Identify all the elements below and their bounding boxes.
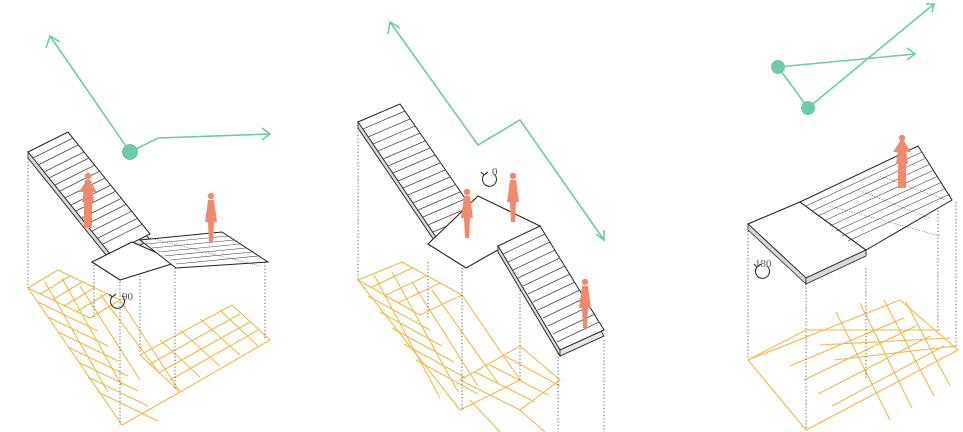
rotation-label: 180	[755, 258, 772, 270]
rotation-label: 90	[122, 291, 134, 303]
diagram-2: 0	[358, 22, 604, 432]
rotation-label: 0	[492, 166, 498, 178]
circulation-path-3	[771, 4, 934, 115]
floor-grid-3	[748, 300, 958, 430]
path-node-1	[122, 144, 138, 160]
circulation-path-1	[46, 36, 270, 160]
path-node-3a	[771, 60, 785, 74]
diagram-1: 90	[28, 36, 270, 425]
path-node-3b	[801, 101, 815, 115]
floor-grid-1	[28, 270, 270, 425]
diagram-3: 180	[748, 4, 958, 430]
